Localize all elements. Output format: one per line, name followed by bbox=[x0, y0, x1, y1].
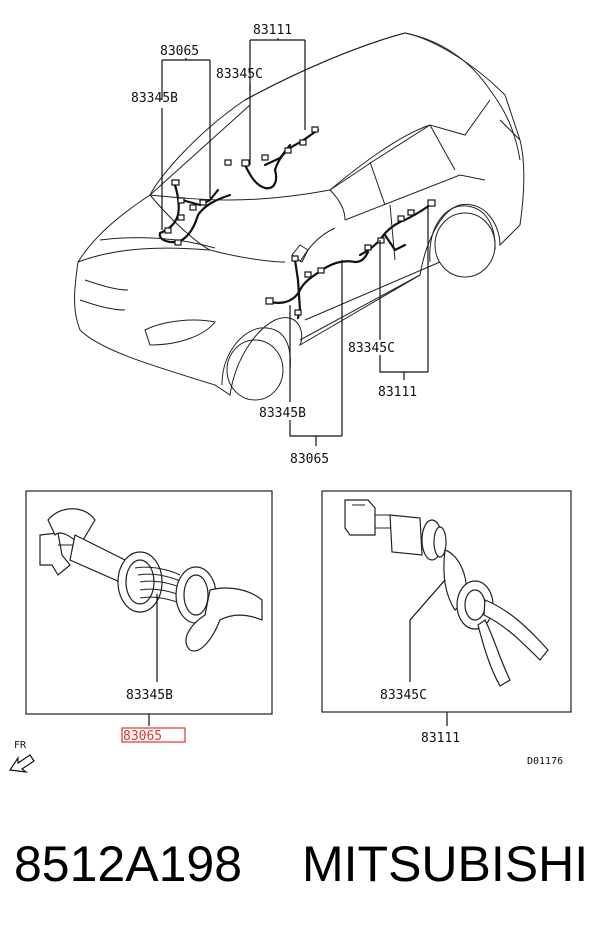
harness-rear-right bbox=[358, 199, 436, 257]
label-83111-right: 83111 bbox=[378, 385, 417, 400]
vehicle-outline bbox=[74, 32, 525, 401]
inset-right-leader-diag bbox=[409, 579, 446, 621]
label-83345c-right: 83345C bbox=[348, 341, 395, 356]
inset-right bbox=[321, 490, 572, 713]
label-83345c-top: 83345C bbox=[216, 67, 263, 82]
harness-front-right bbox=[224, 126, 320, 190]
front-marker-label: FR bbox=[14, 740, 27, 751]
footer: 8512A198 MITSUBISHI bbox=[0, 805, 600, 940]
label-83345b-top: 83345B bbox=[131, 91, 178, 106]
label-83065-bottom: 83065 bbox=[290, 452, 329, 467]
label-83111-top: 83111 bbox=[253, 23, 292, 38]
label-83065-inset: 83065 bbox=[123, 729, 162, 744]
harness-front-left bbox=[158, 179, 232, 246]
callout-lines bbox=[161, 38, 429, 446]
label-83111-inset: 83111 bbox=[421, 731, 460, 746]
label-83345b-bottom: 83345B bbox=[259, 406, 306, 421]
brand-name: MITSUBISHI bbox=[302, 836, 589, 892]
label-83065-top: 83065 bbox=[160, 44, 199, 59]
harness-rear-left bbox=[265, 250, 370, 320]
label-83345b-inset: 83345B bbox=[126, 688, 173, 703]
wiring-harness-diagram: 83111 83065 83345C 83345B 83345C 83111 8… bbox=[8, 23, 572, 773]
drawing-code: D01176 bbox=[527, 756, 563, 767]
inset-left bbox=[25, 490, 273, 715]
label-83345c-inset: 83345C bbox=[380, 688, 427, 703]
highlight-83065 bbox=[121, 727, 186, 743]
front-arrow-icon bbox=[8, 754, 35, 773]
part-number: 8512A198 bbox=[14, 836, 243, 892]
